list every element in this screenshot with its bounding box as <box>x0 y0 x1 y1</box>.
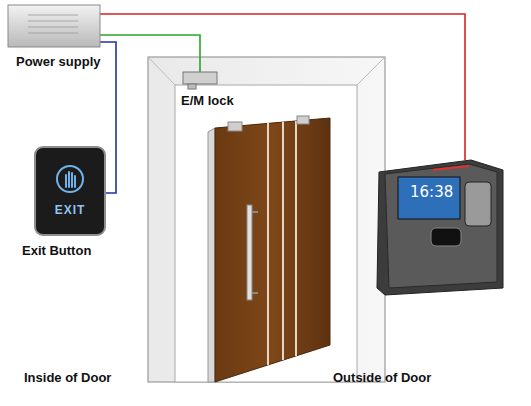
door-opening <box>175 85 357 382</box>
terminal-body <box>377 160 503 295</box>
door-groove <box>282 122 284 360</box>
node-outline <box>183 72 217 84</box>
node-outline <box>8 5 100 47</box>
door-hinge <box>297 116 309 124</box>
lock-body <box>183 72 217 84</box>
node-outline <box>373 160 505 295</box>
door-groove <box>267 123 269 365</box>
frame-edge <box>148 57 175 85</box>
button-text: EXIT <box>35 203 105 217</box>
node-label: Exit Button <box>22 243 91 258</box>
panel-marking <box>28 15 78 16</box>
clock-display: 16:38 <box>410 183 453 201</box>
panel-marking <box>28 33 78 34</box>
wire <box>100 35 200 72</box>
power-supply-box: Power supply <box>8 5 100 47</box>
node-outline <box>35 147 105 235</box>
door-edge <box>208 128 215 382</box>
terminal-screen <box>398 177 460 219</box>
door-frame <box>148 57 385 382</box>
button-ring <box>57 166 83 192</box>
fingerprint-sensor <box>465 182 491 226</box>
wire <box>100 14 465 160</box>
door-leaf <box>215 118 330 382</box>
node-label: Power supply <box>16 54 101 69</box>
handle-mount <box>252 292 258 294</box>
side-label: Outside of Door <box>333 370 431 385</box>
hand-icon <box>66 172 75 187</box>
panel-marking <box>28 21 78 22</box>
camera-lens <box>431 228 461 246</box>
power-supply-case <box>8 5 100 47</box>
em-lock: E/M lock <box>183 72 217 84</box>
exit-button: EXITExit Button <box>35 147 105 235</box>
node-label: E/M lock <box>181 93 234 108</box>
terminal-face <box>385 164 497 288</box>
frame-edge <box>357 57 385 85</box>
access-terminal: 16:38 <box>373 160 505 295</box>
door-groove <box>295 121 297 356</box>
lock-bracket <box>188 84 196 89</box>
side-label: Inside of Door <box>24 370 111 385</box>
door-handle <box>247 205 252 300</box>
panel-marking <box>28 27 78 28</box>
handle-mount <box>252 211 258 213</box>
status-light <box>433 166 469 170</box>
armature-plate <box>228 122 242 131</box>
button-body <box>35 147 105 235</box>
